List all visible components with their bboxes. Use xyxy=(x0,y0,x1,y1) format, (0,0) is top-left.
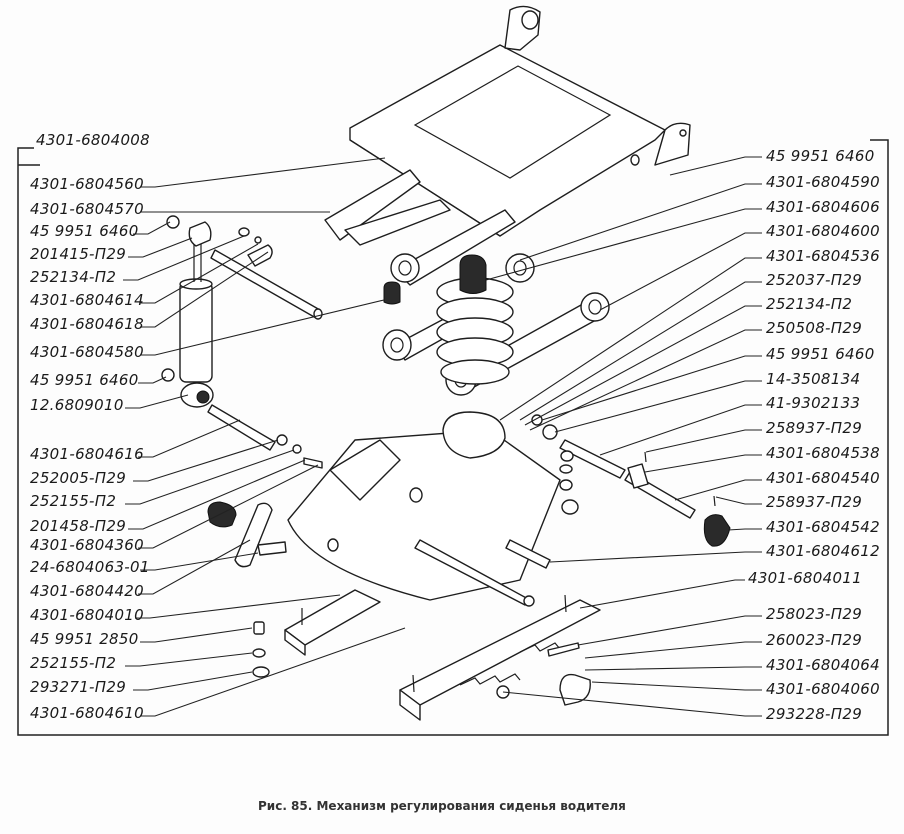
rods-part xyxy=(207,227,323,469)
part-label: 293271-П29 xyxy=(30,678,127,696)
part-label: 4301-6804610 xyxy=(30,704,144,722)
part-label: 250508-П29 xyxy=(766,319,863,337)
part-label: 45 9951 6460 xyxy=(30,222,139,240)
lever-part xyxy=(207,501,287,568)
part-label: 4301-6804540 xyxy=(766,469,880,487)
part-label: 293228-П29 xyxy=(766,705,863,723)
part-label: 4301-6804538 xyxy=(766,444,880,462)
part-label: 4301-6804606 xyxy=(766,198,880,216)
part-label: 4301-6804580 xyxy=(30,343,144,361)
assembly-label: 4301-6804008 xyxy=(36,131,150,149)
part-label: 4301-6804060 xyxy=(766,680,880,698)
part-label: 258937-П29 xyxy=(766,419,863,437)
part-label: 4301-6804360 xyxy=(30,536,144,554)
part-label: 4301-6804010 xyxy=(30,606,144,624)
part-label: 252005-П29 xyxy=(30,469,127,487)
part-label: 258023-П29 xyxy=(766,605,863,623)
seat-rail-left-part xyxy=(252,589,381,678)
part-label: 45 9951 2850 xyxy=(30,630,139,648)
part-label: 4301-6804590 xyxy=(766,173,880,191)
part-label: 252134-П2 xyxy=(766,295,853,313)
part-label: 252037-П29 xyxy=(766,271,863,289)
part-label: 12.6809010 xyxy=(30,396,124,414)
part-label: 4301-6804064 xyxy=(766,656,880,674)
part-label: 252155-П2 xyxy=(30,492,117,510)
part-label: 252155-П2 xyxy=(30,654,117,672)
part-label: 45 9951 6460 xyxy=(30,371,139,389)
assembly-frame xyxy=(17,139,889,736)
seat-rail-right-part xyxy=(399,594,601,721)
base-bracket-part xyxy=(287,411,561,607)
figure-caption: Рис. 85. Механизм регулирования сиденья … xyxy=(258,799,626,813)
adjuster-screw-part xyxy=(531,414,731,547)
part-label: 4301-6804616 xyxy=(30,445,144,463)
part-label: 260023-П29 xyxy=(766,631,863,649)
part-label: 201415-П29 xyxy=(30,245,127,263)
part-label: 4301-6804011 xyxy=(748,569,862,587)
leader-lines-left xyxy=(123,157,406,717)
part-label: 4301-6804560 xyxy=(30,175,144,193)
part-label: 4301-6804420 xyxy=(30,582,144,600)
part-label: 14-3508134 xyxy=(766,370,861,388)
part-label: 201458-П29 xyxy=(30,517,127,535)
part-label: 4301-6804600 xyxy=(766,222,880,240)
part-label: 4301-6804614 xyxy=(30,291,144,309)
part-label: 4301-6804542 xyxy=(766,518,880,536)
part-label: 45 9951 6460 xyxy=(766,147,875,165)
shock-absorber-part xyxy=(161,215,214,408)
part-label: 4301-6804536 xyxy=(766,247,880,265)
part-label: 41-9302133 xyxy=(766,394,861,412)
part-label: 45 9951 6460 xyxy=(766,345,875,363)
part-label: 4301-6804618 xyxy=(30,315,144,333)
part-label: 4301-6804612 xyxy=(766,542,880,560)
seat-frame-part xyxy=(349,5,691,237)
part-label: 252134-П2 xyxy=(30,268,117,286)
part-label: 258937-П29 xyxy=(766,493,863,511)
part-label: 4301-6804570 xyxy=(30,200,144,218)
part-label: 24-6804063-01 xyxy=(30,558,150,576)
spring-part xyxy=(383,254,514,385)
leader-lines-right xyxy=(485,156,762,717)
